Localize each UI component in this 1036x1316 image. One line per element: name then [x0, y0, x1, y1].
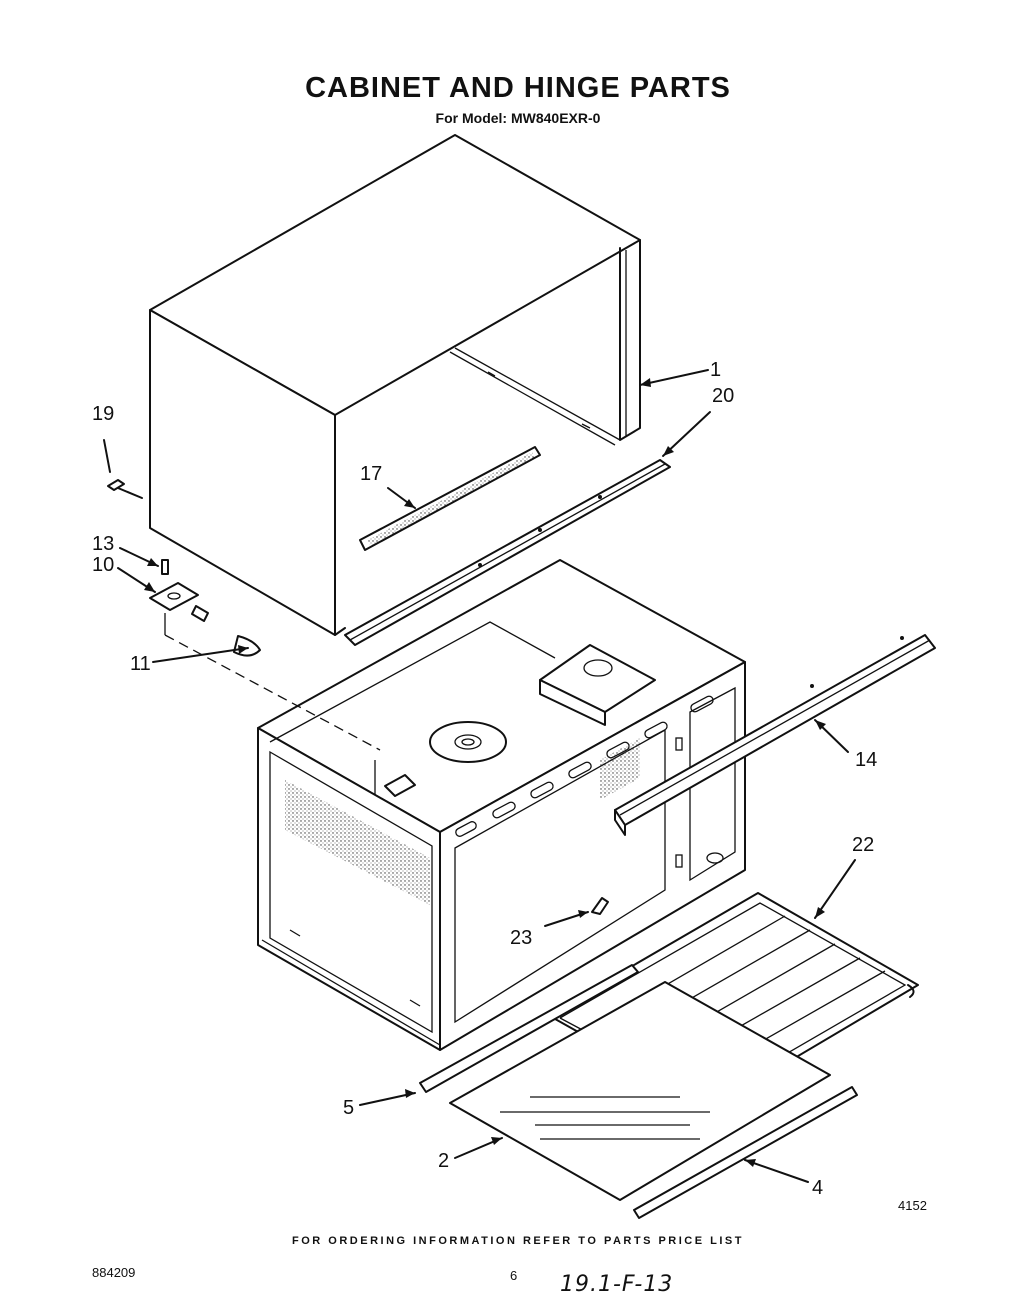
callout-23: 23: [510, 927, 532, 949]
part-number: 884209: [92, 1265, 136, 1280]
part-5-front-rail: [419, 964, 639, 1093]
callout-22: 22: [852, 834, 874, 856]
callout-labels: 1 20 19 17 13 10 11 14 22 23 5 2 4: [92, 359, 877, 1199]
ordering-note: FOR ORDERING INFORMATION REFER TO PARTS …: [292, 1235, 744, 1247]
part-2-bottom-panel: [449, 981, 831, 1201]
callout-5: 5: [343, 1097, 354, 1119]
cabinet-wrapper: [149, 134, 641, 636]
part-17-seal-strip: [359, 446, 541, 551]
callout-14: 14: [855, 749, 877, 771]
leader-lines: [103, 369, 856, 1183]
drawing-number: 4152: [898, 1198, 927, 1213]
page-number: 6: [510, 1268, 518, 1283]
part-14-top-rail: [614, 634, 936, 836]
part-4-trim-strip: [633, 1086, 858, 1219]
model-subtitle: For Model: MW840EXR-0: [435, 110, 601, 126]
callout-17: 17: [360, 463, 382, 485]
callout-19: 19: [92, 403, 114, 425]
callout-2: 2: [438, 1150, 449, 1172]
page-title: CABINET AND HINGE PARTS: [305, 72, 731, 104]
main-chassis: [257, 559, 746, 1051]
callout-4: 4: [812, 1177, 823, 1199]
callout-20: 20: [712, 385, 734, 407]
callout-11: 11: [130, 653, 151, 675]
part-20-bottom-rail: [344, 459, 671, 646]
callout-13: 13: [92, 533, 114, 555]
handwritten-note: 19.1-F-13: [560, 1272, 674, 1297]
callout-10: 10: [92, 554, 114, 576]
callout-1: 1: [710, 359, 721, 381]
